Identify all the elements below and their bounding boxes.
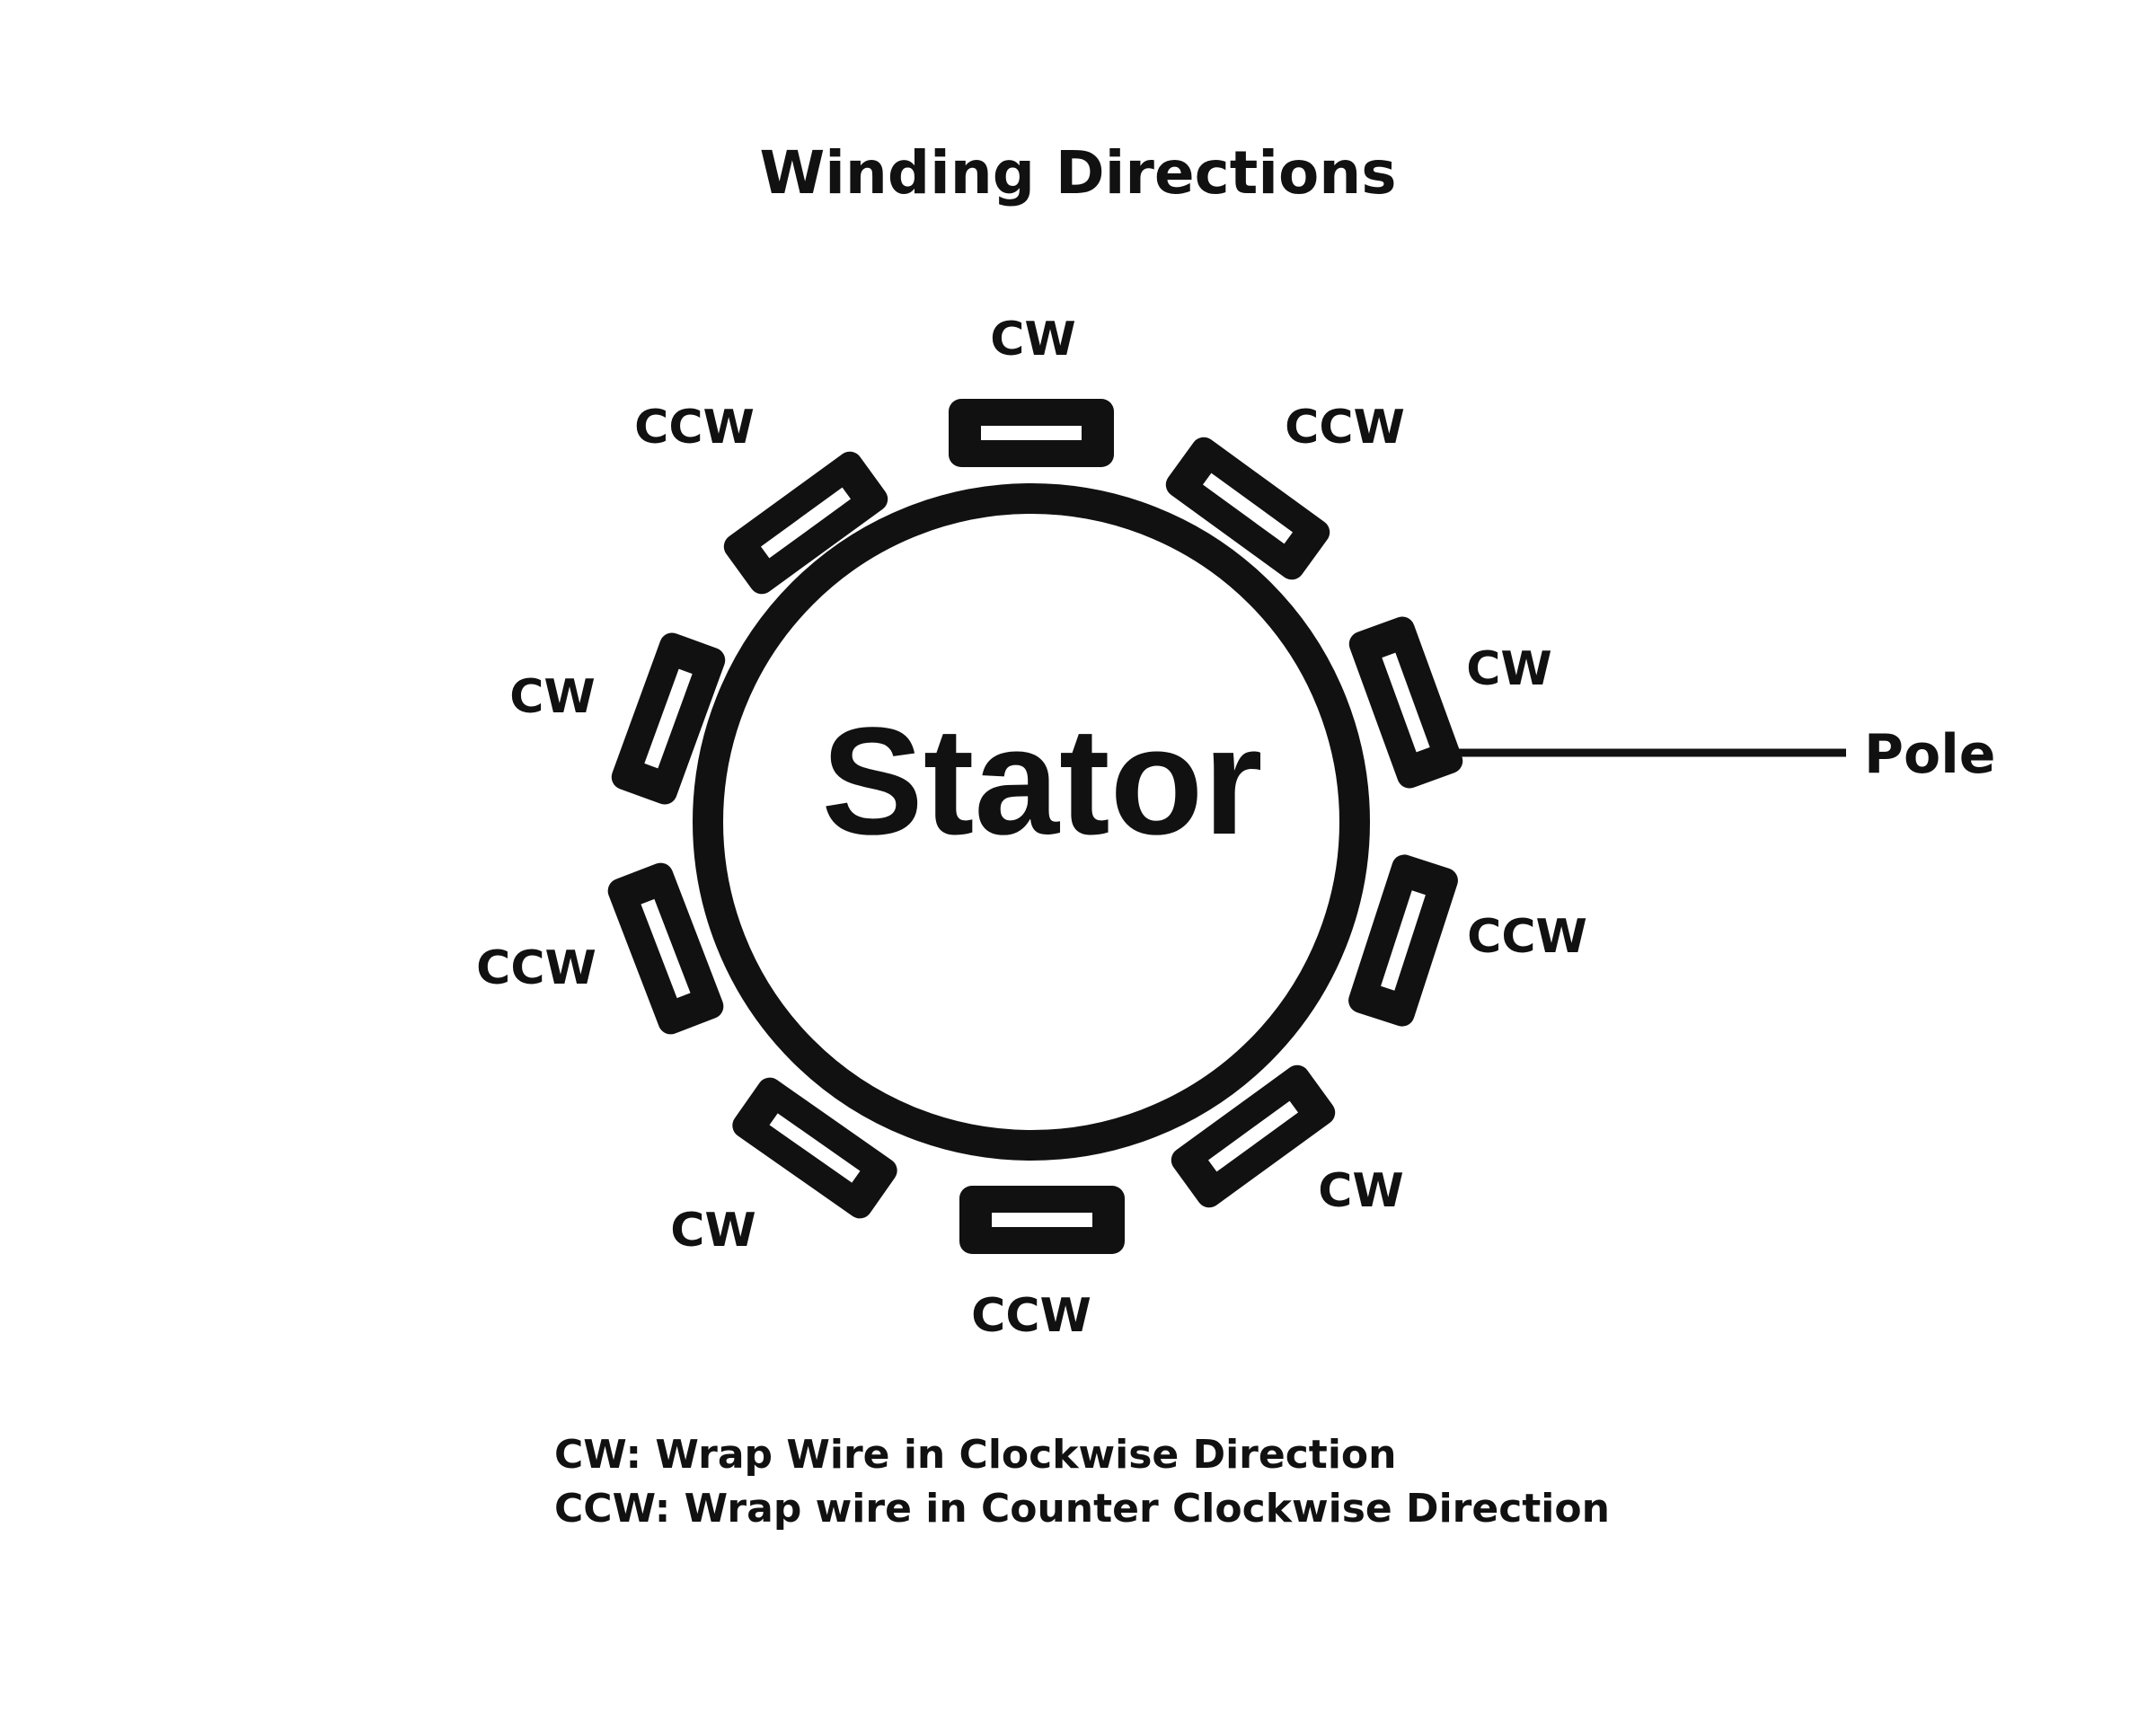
pole-coil-2 — [1348, 616, 1463, 789]
stator-ring — [693, 483, 1370, 1161]
pole-label-7: CCW — [476, 941, 596, 995]
pole-coil-6 — [732, 1077, 897, 1219]
pole-pointer-label: Pole — [1864, 723, 1995, 786]
pole-label-5: CCW — [971, 1289, 1091, 1343]
legend-line-ccw: CCW: Wrap wire in Counter Clockwise Dire… — [554, 1486, 1610, 1532]
pole-label-8: CW — [509, 670, 596, 724]
diagram-title: Winding Directions — [759, 138, 1396, 208]
stator-label: Stator — [821, 696, 1262, 867]
pole-label-0: CW — [990, 313, 1076, 366]
pole-label-1: CCW — [1285, 401, 1405, 455]
pole-label-6: CW — [670, 1204, 756, 1258]
pole-coil-1 — [1165, 437, 1330, 580]
pole-coil-3 — [1348, 854, 1458, 1027]
pole-label-4: CW — [1318, 1164, 1404, 1218]
pole-coil-0 — [949, 399, 1114, 467]
pole-coil-9 — [723, 451, 888, 595]
pole-label-3: CCW — [1467, 910, 1587, 964]
pole-coil-8 — [611, 632, 726, 805]
legend-line-cw: CW: Wrap Wire in Clockwise Direction — [554, 1432, 1396, 1478]
pole-label-9: CCW — [634, 401, 755, 455]
pole-coil-4 — [1171, 1064, 1336, 1208]
pole-coil-7 — [607, 862, 724, 1035]
pole-label-2: CW — [1466, 642, 1552, 696]
pole-coil-5 — [959, 1186, 1125, 1254]
